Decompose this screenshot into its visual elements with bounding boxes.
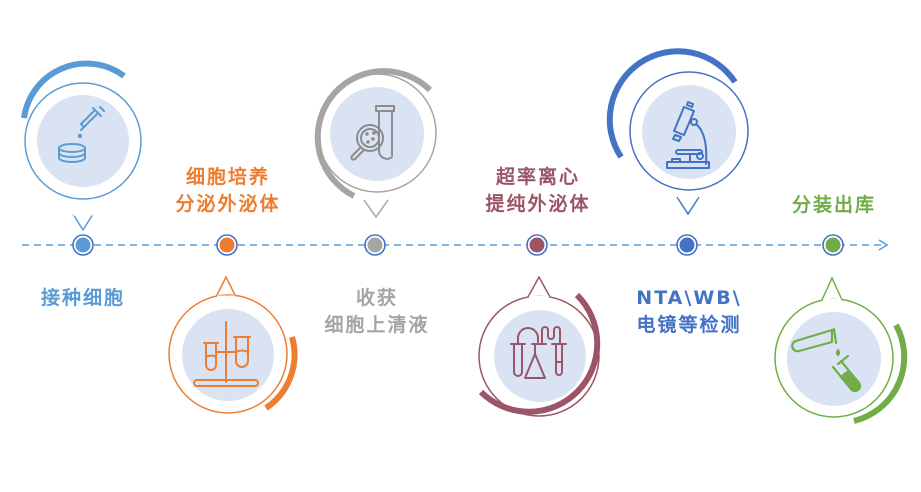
magnifier-test-tube-icon [350, 105, 395, 161]
test-tube-rack-icon [193, 321, 259, 387]
step-5-pin [606, 48, 749, 216]
lab-flask-apparatus-icon [510, 326, 567, 379]
timeline-line [22, 239, 889, 251]
pouring-test-tube-icon [791, 327, 862, 393]
step-3-pin [314, 68, 437, 219]
step-6-pin [774, 276, 908, 424]
step-1-pin [21, 60, 142, 232]
step-5-label: NTA\WB\ 电镜等检测 [636, 287, 742, 336]
step-2-label: 细胞培养 分泌外泌体 [175, 166, 281, 215]
step-1-label: 接种细胞 [40, 287, 126, 309]
step-2-pin [168, 275, 298, 414]
dropper-petri-dish-icon [58, 106, 105, 163]
step-4-label: 超率离心 提纯外泌体 [485, 166, 591, 215]
step-3-label: 收获 细胞上清液 [324, 287, 430, 336]
microscope-icon [666, 101, 710, 169]
step-4-pin [478, 275, 601, 417]
step-6-label: 分装出库 [791, 194, 877, 216]
arrow-head-icon [878, 239, 889, 251]
